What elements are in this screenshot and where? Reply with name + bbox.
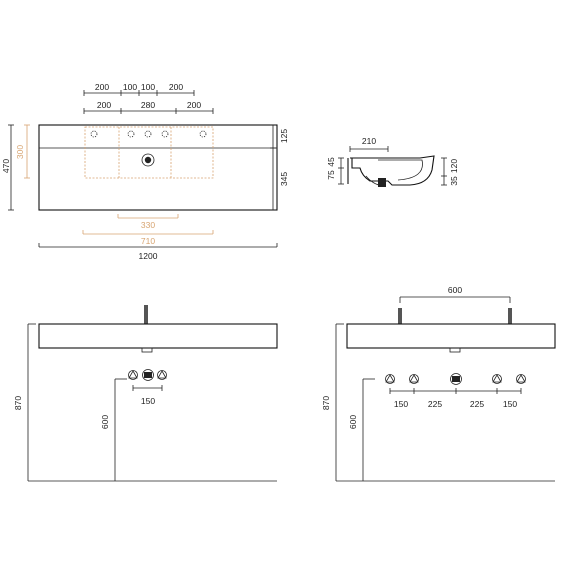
dim-right-125: 125 bbox=[279, 129, 289, 143]
basin-front bbox=[38, 323, 278, 349]
drain-stub bbox=[141, 347, 153, 353]
dim-right-35: 35 bbox=[449, 176, 459, 186]
dim-spacing-150b: 150 bbox=[503, 399, 517, 409]
dim-spacing-150: 150 bbox=[141, 396, 155, 406]
drain-fitting bbox=[142, 369, 154, 381]
dim-right-120: 120 bbox=[449, 159, 459, 173]
dim-spacing-225b: 225 bbox=[470, 399, 484, 409]
dim-right-345: 345 bbox=[279, 172, 289, 186]
basin-section bbox=[350, 155, 435, 186]
dim-mid-200b: 200 bbox=[187, 100, 201, 110]
dim-mid-200a: 200 bbox=[97, 100, 111, 110]
dim-height-470: 470 bbox=[1, 159, 11, 173]
tap-left bbox=[398, 308, 402, 324]
dim-top-100b: 100 bbox=[141, 82, 155, 92]
dim-bottom-330: 330 bbox=[141, 220, 155, 230]
dim-top-100a: 100 bbox=[123, 82, 137, 92]
tap-hole-4 bbox=[161, 130, 169, 138]
tap-hole-2 bbox=[127, 130, 135, 138]
top-view: 200 100 100 200 200 280 200 470 300 125 … bbox=[1, 82, 289, 261]
drain-fitting-double bbox=[450, 373, 462, 385]
front-view-double-tap: 600 870 600 150 225 bbox=[321, 285, 556, 482]
cabinet-zone bbox=[84, 126, 214, 179]
section-view: 210 75 45 35 120 bbox=[326, 136, 459, 187]
tap bbox=[144, 305, 148, 324]
dim-spacing-150a: 150 bbox=[394, 399, 408, 409]
dim-height-870-b: 870 bbox=[321, 396, 331, 410]
drain-inner bbox=[144, 156, 152, 164]
drain-stub-double bbox=[449, 347, 461, 353]
dim-depth-210: 210 bbox=[362, 136, 376, 146]
dim-bottom-710: 710 bbox=[141, 236, 155, 246]
dim-height-600-b: 600 bbox=[348, 415, 358, 429]
dim-left-75: 75 bbox=[326, 170, 336, 180]
dim-height-870-a: 870 bbox=[13, 396, 23, 410]
dim-left-45: 45 bbox=[326, 157, 336, 167]
valve-icon-left bbox=[128, 370, 138, 379]
basin-front-double bbox=[346, 323, 556, 349]
trap-block bbox=[378, 178, 386, 187]
drain-outer bbox=[141, 153, 155, 167]
dim-spacing-225a: 225 bbox=[428, 399, 442, 409]
dim-tap-distance-600: 600 bbox=[448, 285, 462, 295]
tap-right bbox=[508, 308, 512, 324]
tap-hole-5 bbox=[199, 130, 207, 138]
dim-width-1200: 1200 bbox=[139, 251, 158, 261]
dim-mid-280: 280 bbox=[141, 100, 155, 110]
basin-top-outline bbox=[38, 124, 278, 211]
dim-height-600-a: 600 bbox=[100, 415, 110, 429]
tap-hole-3 bbox=[144, 130, 152, 138]
dim-top-200b: 200 bbox=[169, 82, 183, 92]
front-view-single-tap: 870 600 150 bbox=[13, 305, 278, 482]
dim-top-200a: 200 bbox=[95, 82, 109, 92]
tap-hole-1 bbox=[90, 130, 98, 138]
dim-height-300: 300 bbox=[15, 145, 25, 159]
